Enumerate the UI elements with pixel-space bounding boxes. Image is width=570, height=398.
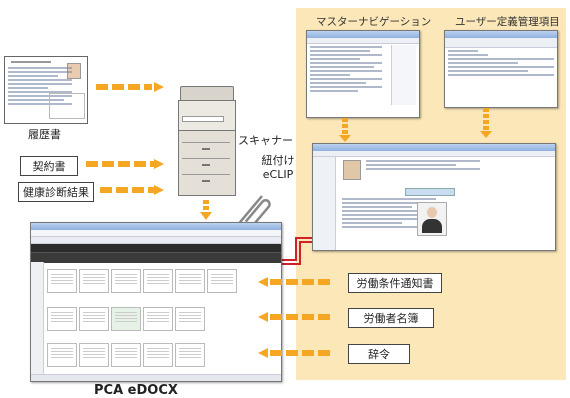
contract-box: 契約書 <box>20 156 78 176</box>
arrow-resume-to-scanner <box>96 82 166 92</box>
arrow-appointment <box>258 348 342 358</box>
arrow-health-to-scanner <box>100 185 166 195</box>
resume-label: 履歴書 <box>28 128 61 141</box>
product-name: PCA eDOCX <box>94 383 178 398</box>
arrow-scanner-to-edocx <box>200 200 212 222</box>
arrow-contract-to-scanner <box>86 159 166 169</box>
worker-register-box: 労働者名簿 <box>348 308 434 328</box>
employee-photo <box>417 202 447 236</box>
resume-document <box>4 56 88 124</box>
appointment-box: 辞令 <box>348 344 410 364</box>
health-check-box: 健康診断結果 <box>18 182 94 202</box>
master-navigation-title: マスターナビゲーション <box>316 16 432 28</box>
link-label-line2: eCLIP <box>262 168 294 181</box>
arrow-worker-register <box>258 312 342 322</box>
scanner-icon <box>176 86 236 196</box>
arrow-down-user-items <box>480 108 492 140</box>
labor-conditions-box: 労働条件通知書 <box>348 273 442 293</box>
link-eclip-label: 紐付け eCLIP <box>258 154 298 182</box>
user-defined-items-window <box>444 30 558 108</box>
user-defined-items-title: ユーザー定義管理項目 <box>455 16 560 28</box>
arrow-down-master <box>339 118 351 142</box>
arrow-labor-conditions <box>258 277 342 287</box>
employee-record-window <box>312 143 556 251</box>
scanner-label: スキャナー <box>238 134 293 147</box>
edocx-browser-window <box>30 222 282 382</box>
link-label-line1: 紐付け <box>261 154 295 167</box>
master-navigation-window <box>306 30 420 118</box>
